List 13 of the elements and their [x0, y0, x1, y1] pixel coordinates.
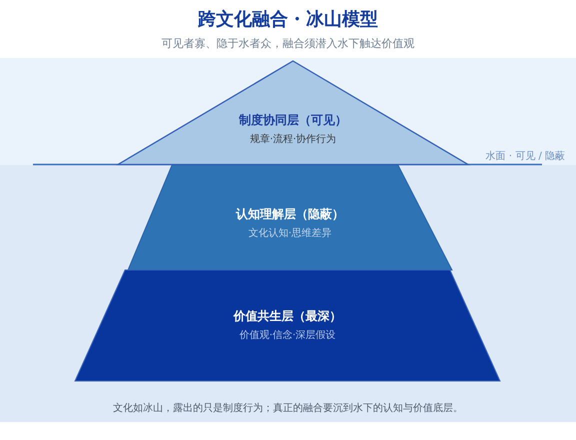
diagram-title: 跨文化融合・冰山模型 — [198, 9, 378, 30]
iceberg-middle-band — [128, 165, 452, 270]
caption: 文化如冰山，露出的只是制度行为；真正的融合要沉到水下的认知与价值底层。 — [113, 403, 463, 414]
layer-description: 文化认知·思维差异 — [248, 227, 332, 241]
layer-title: 认知理解层（隐蔽） — [236, 206, 344, 222]
layer-description: 价值观·信念·深层假设 — [239, 329, 336, 343]
subtitle: 可见者寡、隐于水者众，融合须潜入水下触达价值观 — [162, 37, 414, 50]
layer-title: 价值共生层（最深） — [234, 308, 342, 324]
water-line-label: 水面 · 可见 / 隐蔽 — [486, 151, 565, 162]
iceberg-base-band — [75, 270, 500, 381]
iceberg-tip-triangle — [118, 61, 468, 165]
layer-description: 规章·流程·协作行为 — [250, 133, 336, 147]
layer-title: 制度协同层（可见） — [239, 112, 347, 128]
